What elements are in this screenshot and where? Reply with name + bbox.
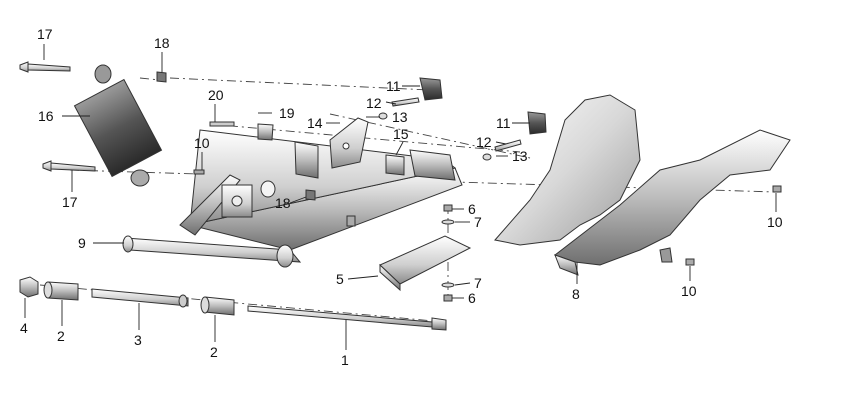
callout-11-lower: 11 <box>496 115 511 131</box>
callout-12-upper: 12 <box>366 95 382 111</box>
leader-lines <box>24 44 777 350</box>
callout-labels: 17 18 16 17 20 19 10 14 18 11 12 13 15 1… <box>20 26 783 368</box>
callout-11-upper: 11 <box>386 78 401 94</box>
swingarm <box>122 129 463 268</box>
callout-7-upper: 7 <box>474 214 482 230</box>
screw-right-lower <box>685 258 695 266</box>
screw-left <box>193 169 205 175</box>
callout-5: 5 <box>336 271 344 287</box>
callout-6-lower: 6 <box>468 290 476 306</box>
callout-9: 9 <box>78 235 86 251</box>
callout-10-lower: 10 <box>681 283 697 299</box>
callout-10-right: 10 <box>767 214 783 230</box>
callout-17-upper: 17 <box>37 26 53 42</box>
pivot-axle <box>247 305 447 331</box>
pivot-nut <box>19 276 39 298</box>
callout-15: 15 <box>393 126 409 142</box>
bracket-plate <box>329 117 369 169</box>
callout-14: 14 <box>307 115 323 131</box>
callout-12-lower: 12 <box>476 134 492 150</box>
bolt-upper <box>378 77 443 120</box>
screw-washer-upper <box>441 204 455 225</box>
callout-13-upper: 13 <box>392 109 408 125</box>
callout-18-lower: 18 <box>275 195 291 211</box>
callout-13-lower: 13 <box>512 148 528 164</box>
nut-upper <box>156 71 167 83</box>
callout-2-left: 2 <box>57 328 65 344</box>
shock-absorber <box>73 64 163 187</box>
spacer-right <box>200 296 235 316</box>
callout-10-left: 10 <box>194 135 210 151</box>
callout-8: 8 <box>572 286 580 302</box>
screw-right-upper <box>772 185 782 193</box>
callout-2-right: 2 <box>210 344 218 360</box>
spacer-left <box>43 281 79 301</box>
callout-7-lower: 7 <box>474 275 482 291</box>
callout-3: 3 <box>134 332 142 348</box>
bushing <box>385 154 405 176</box>
pivot-sleeve <box>91 288 189 308</box>
callout-17-lower: 17 <box>62 194 78 210</box>
shock-bolt-lower <box>42 160 96 172</box>
chain-slider <box>379 235 472 292</box>
callout-18-upper: 18 <box>154 35 170 51</box>
rear-fender <box>494 94 791 276</box>
shock-bolt-upper <box>19 61 71 73</box>
nut-lower <box>305 189 316 201</box>
screw-washer-lower <box>441 282 455 302</box>
pin <box>209 121 235 127</box>
callout-16: 16 <box>38 108 54 124</box>
collar <box>257 123 274 141</box>
callout-6-upper: 6 <box>468 201 476 217</box>
bolt-lower <box>482 111 547 161</box>
callout-20: 20 <box>208 87 224 103</box>
callout-19: 19 <box>279 105 295 121</box>
callout-4: 4 <box>20 320 28 336</box>
callout-1: 1 <box>341 352 349 368</box>
